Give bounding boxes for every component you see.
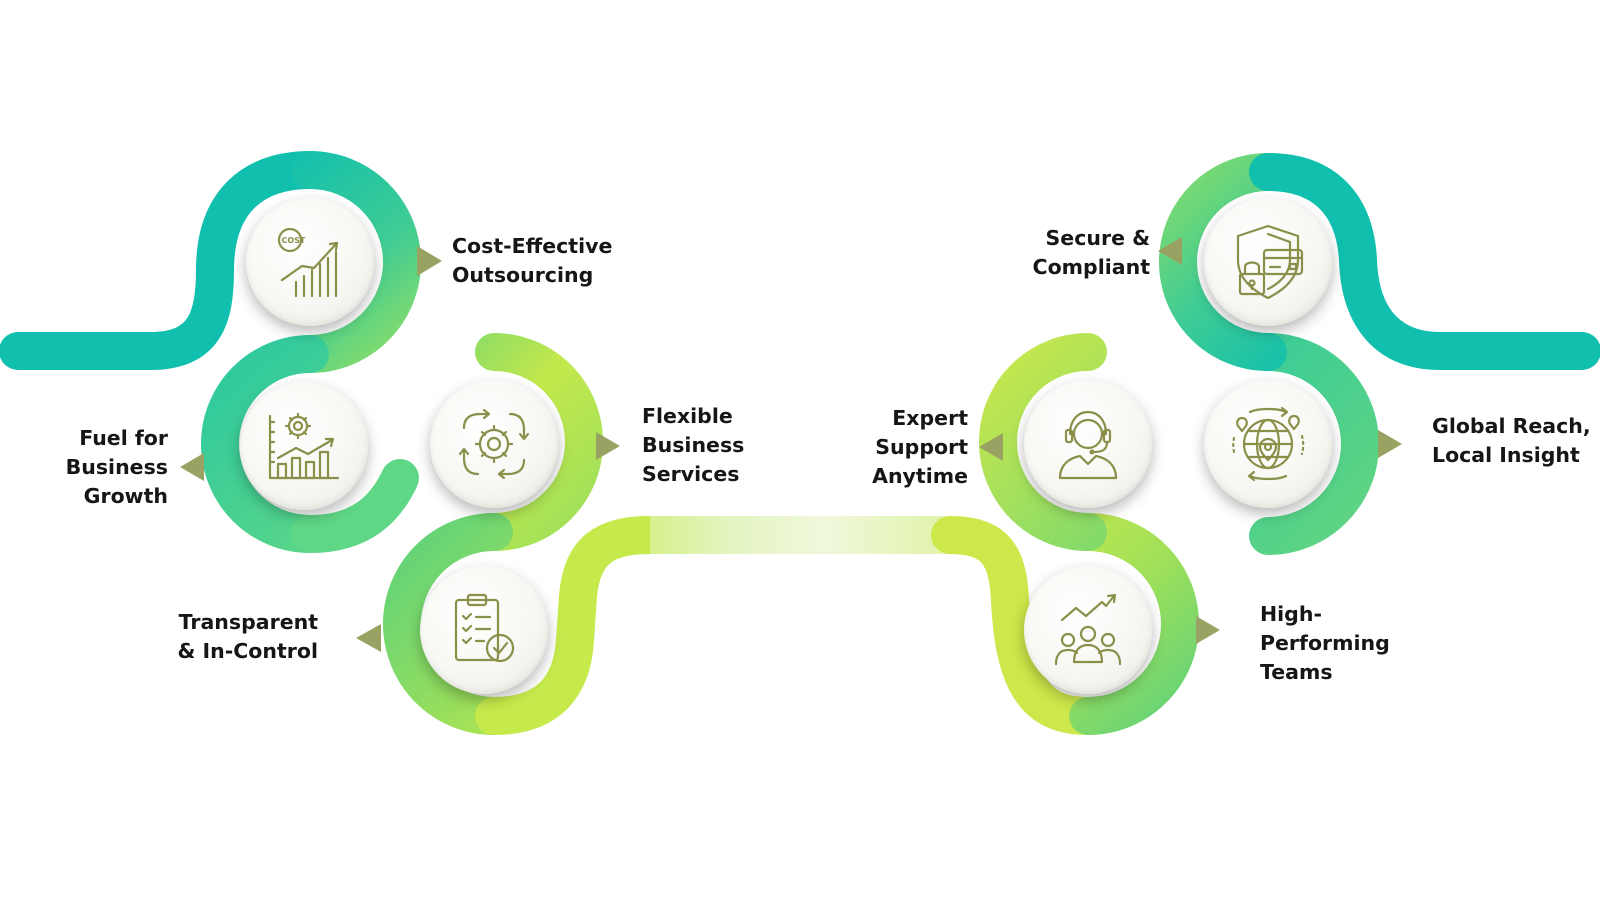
label-line: Fuel for <box>79 426 168 450</box>
gear-arrows-icon <box>454 404 534 484</box>
shield-lock-card-icon <box>1228 222 1308 302</box>
label-line: Secure & <box>1045 226 1150 250</box>
label-line: Cost-Effective <box>452 234 613 258</box>
gear-bar-chart-icon <box>264 406 344 486</box>
label-line: Local Insight <box>1432 443 1580 467</box>
pointer-secure <box>1158 237 1182 265</box>
pointer-global <box>1378 430 1402 458</box>
label-global-reach: Global Reach, Local Insight <box>1432 412 1591 470</box>
pointer-cost <box>417 246 442 276</box>
label-fuel-growth: Fuel for Business Growth <box>66 424 168 511</box>
label-expert-support: Expert Support Anytime <box>872 404 968 491</box>
pointer-transparent <box>356 624 381 652</box>
node-flexible-services <box>430 380 558 508</box>
team-growth-icon <box>1048 590 1128 670</box>
node-fuel-growth <box>240 382 368 510</box>
label-line: Services <box>642 462 740 486</box>
label-line: Transparent <box>178 610 318 634</box>
label-cost-effective: Cost-Effective Outsourcing <box>452 232 612 290</box>
svg-text:COST: COST <box>282 236 306 245</box>
node-cost-effective: COST <box>246 198 374 326</box>
label-line: Global Reach, <box>1432 414 1591 438</box>
pointer-expert <box>979 433 1003 461</box>
clipboard-checklist-icon <box>444 590 524 670</box>
label-line: Teams <box>1260 660 1333 684</box>
pointer-fuel <box>180 453 204 481</box>
label-line: Performing <box>1260 631 1390 655</box>
label-line: Outsourcing <box>452 263 594 287</box>
node-global-reach <box>1204 380 1332 508</box>
label-line: High- <box>1260 602 1322 626</box>
node-expert-support <box>1024 380 1152 508</box>
label-high-performing: High- Performing Teams <box>1260 600 1390 687</box>
globe-location-icon <box>1228 404 1308 484</box>
label-line: Flexible <box>642 404 733 428</box>
label-line: Anytime <box>872 464 968 488</box>
label-line: & In-Control <box>177 639 319 663</box>
label-line: Growth <box>83 484 168 508</box>
pointer-arrows <box>180 237 1402 652</box>
pointer-flexible <box>596 432 620 460</box>
label-flexible-services: Flexible Business Services <box>642 402 744 489</box>
headset-agent-icon <box>1048 404 1128 484</box>
node-high-performing <box>1024 566 1152 694</box>
label-line: Expert <box>892 406 968 430</box>
label-line: Business <box>65 455 168 479</box>
label-secure-compliant: Secure & Compliant <box>1033 224 1150 282</box>
label-line: Support <box>875 435 968 459</box>
label-line: Business <box>642 433 745 457</box>
left-ribbon <box>0 151 669 735</box>
node-secure-compliant <box>1204 198 1332 326</box>
node-transparent <box>420 566 548 694</box>
label-transparent: Transparent & In-Control <box>178 608 319 666</box>
cost-growth-chart-icon: COST <box>270 222 350 302</box>
label-line: Compliant <box>1032 255 1150 279</box>
pointer-high <box>1196 616 1220 644</box>
